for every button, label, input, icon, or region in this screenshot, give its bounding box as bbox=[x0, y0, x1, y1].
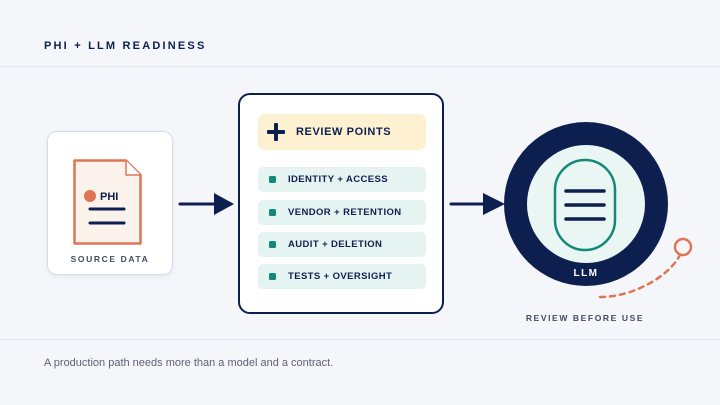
document-icon: PHI bbox=[73, 159, 142, 245]
review-item-label: TESTS + OVERSIGHT bbox=[288, 271, 393, 282]
review-item: AUDIT + DELETION bbox=[258, 232, 426, 257]
phi-dot-icon bbox=[84, 190, 96, 202]
review-item: VENDOR + RETENTION bbox=[258, 200, 426, 225]
review-item-label: IDENTITY + ACCESS bbox=[288, 174, 388, 185]
bullet-icon bbox=[269, 209, 276, 216]
target-icon bbox=[673, 237, 693, 257]
review-item-label: AUDIT + DELETION bbox=[288, 239, 383, 250]
bullet-icon bbox=[269, 176, 276, 183]
llm-caption: REVIEW BEFORE USE bbox=[525, 313, 645, 323]
arrow-right-icon bbox=[449, 193, 505, 215]
plus-icon bbox=[267, 123, 285, 141]
document-badge: PHI bbox=[100, 191, 118, 203]
review-header: REVIEW POINTS bbox=[258, 114, 426, 150]
source-data-card: PHI SOURCE DATA bbox=[47, 131, 173, 275]
review-item: IDENTITY + ACCESS bbox=[258, 167, 426, 192]
llm-circle bbox=[504, 122, 668, 286]
bullet-icon bbox=[269, 241, 276, 248]
dashed-path-icon bbox=[598, 237, 693, 299]
review-points-card: REVIEW POINTS IDENTITY + ACCESS VENDOR +… bbox=[238, 93, 444, 314]
header-divider bbox=[0, 66, 720, 67]
footer-text: A production path needs more than a mode… bbox=[44, 357, 334, 369]
llm-capsule-icon bbox=[553, 158, 617, 252]
review-title: REVIEW POINTS bbox=[296, 126, 392, 138]
llm-label: LLM bbox=[573, 268, 599, 279]
bullet-icon bbox=[269, 273, 276, 280]
page-title: PHI + LLM READINESS bbox=[44, 40, 207, 52]
footer-divider bbox=[0, 339, 720, 340]
review-item: TESTS + OVERSIGHT bbox=[258, 264, 426, 289]
source-label: SOURCE DATA bbox=[70, 254, 150, 264]
review-item-label: VENDOR + RETENTION bbox=[288, 207, 402, 218]
arrow-right-icon bbox=[178, 193, 234, 215]
